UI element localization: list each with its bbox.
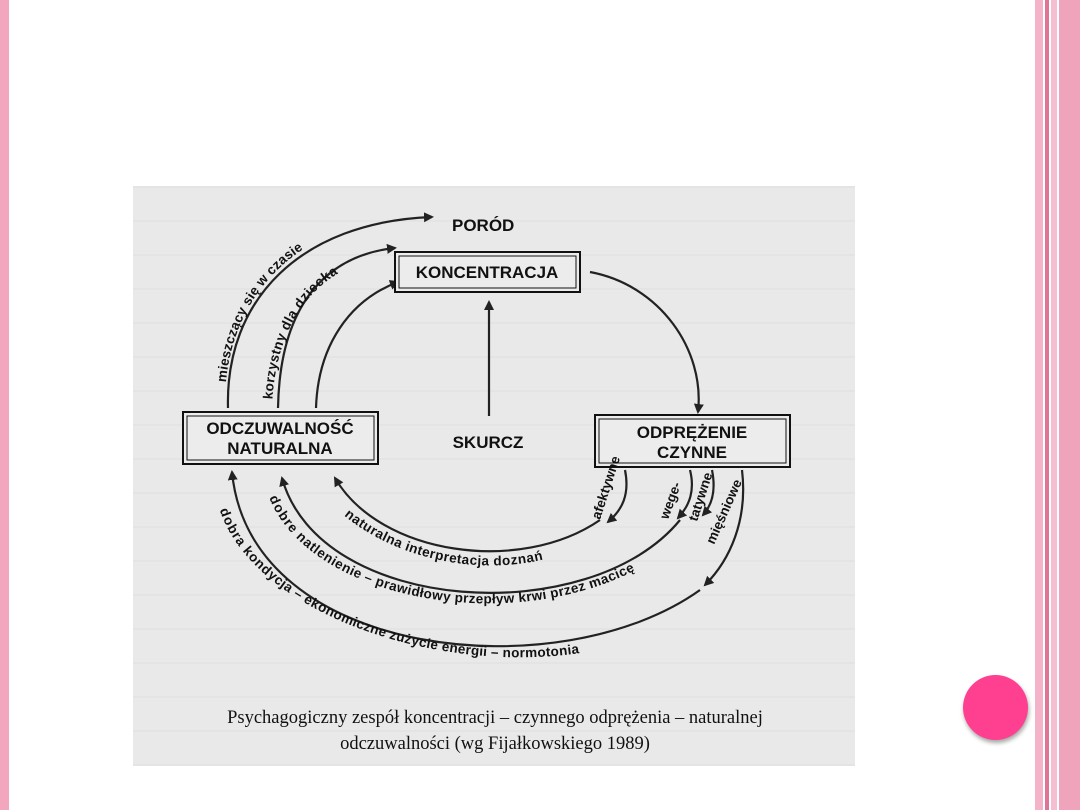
label-dobre-natlenienie: dobre natlenienie – prawidłowy przepływ … [266, 493, 636, 607]
koncentracja-label: KONCENTRACJA [416, 263, 559, 282]
arrow-lower-inner [333, 476, 601, 553]
box-koncentracja: KONCENTRACJA [394, 251, 581, 293]
caption-line-1: Psychagogiczny zespół koncentracji – czy… [227, 708, 763, 728]
label-korzystny: korzystny dla dziecka [260, 263, 340, 400]
arrow-afektywne [606, 469, 628, 524]
odprezenie-label-1: ODPRĘŻENIE [637, 423, 748, 442]
porod-label: PORÓD [452, 216, 514, 235]
pink-circle-decoration [963, 675, 1028, 740]
arrow-lower-middle [279, 476, 681, 594]
box-odczuwalnosc: ODCZUWALNOŚĆ NATURALNA [182, 411, 379, 465]
odczuwalnosc-label-1: ODCZUWALNOŚĆ [206, 419, 353, 438]
label-naturalna-interpretacja: naturalna interpretacja doznań [342, 506, 544, 568]
arrow-lower-outer [227, 470, 701, 648]
left-decorative-bar [0, 0, 9, 810]
figure-caption: Psychagogiczny zespół koncentracji – czy… [150, 705, 840, 757]
skurcz-label: SKURCZ [453, 433, 524, 452]
odprezenie-label-2: CZYNNE [657, 443, 727, 462]
box-odprezenie: ODPRĘŻENIE CZYNNE [594, 414, 791, 468]
arrow-to-koncentracja-inner [314, 280, 400, 409]
arrow-miesniowe [703, 469, 745, 587]
arrow-to-porod [226, 212, 434, 409]
arrow-wegetatywne [676, 469, 694, 520]
arrow-koncentracja-to-odprezenie [589, 270, 704, 414]
arrow-to-koncentracja-outer [276, 243, 397, 409]
arrow-tatywne [701, 469, 715, 517]
odczuwalnosc-label-2: NATURALNA [227, 439, 332, 458]
caption-line-2: odczuwalności (wg Fijałkowskiego 1989) [340, 734, 650, 754]
